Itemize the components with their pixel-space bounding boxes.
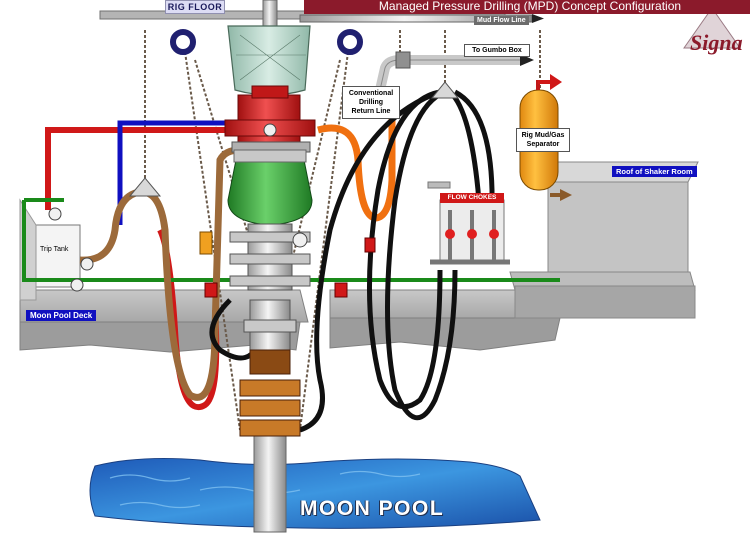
ram-stack — [229, 223, 311, 351]
flow-chokes-label: FLOW CHOKES — [440, 193, 504, 203]
moon-pool-label: MOON POOL — [300, 497, 445, 520]
riser-joint — [239, 349, 301, 437]
trip-tank-label: Trip Tank — [40, 246, 69, 253]
valve-icon — [48, 123, 376, 298]
moon-pool-water — [89, 457, 541, 529]
page-title: Managed Pressure Drilling (MPD) Concept … — [378, 0, 682, 13]
flow-choke-manifold — [427, 181, 510, 265]
riser-pipe — [253, 429, 287, 533]
conventional-return-line-3: Return Line — [351, 108, 391, 115]
arrow-up-icon — [538, 74, 562, 90]
signa-logo: Signa — [690, 30, 743, 55]
rig-floor-label: RIG FLOOR — [165, 0, 225, 14]
conventional-return-line-1: Conventional — [348, 90, 394, 97]
green-line — [22, 198, 560, 282]
sheave-icon — [170, 29, 363, 55]
hose-hanger-left — [128, 177, 162, 197]
moon-pool-deck-label: Moon Pool Deck — [26, 310, 97, 321]
mud-gas-separator-line-1: Rig Mud/Gas — [521, 132, 565, 139]
to-gumbo-box-label: To Gumbo Box — [464, 44, 530, 57]
conventional-return-line-2: Drilling — [358, 99, 384, 106]
conventional-return-label: Conventional Drilling Return Line — [342, 86, 400, 119]
mud-gas-separator-label: Rig Mud/Gas Separator — [516, 128, 570, 152]
logo-icon — [683, 7, 741, 49]
annular-bop — [227, 159, 313, 226]
mud-flow-line-label: Mud Flow Line — [474, 16, 529, 25]
mud-gas-separator-line-2: Separator — [526, 141, 560, 148]
brown-hose — [79, 146, 241, 401]
black-hoses — [209, 89, 495, 433]
title-bar — [304, 0, 750, 14]
return-hose — [317, 90, 396, 222]
arrow-right-icon — [532, 14, 544, 23]
hose-hanger — [430, 81, 460, 99]
trip-tank — [19, 198, 81, 301]
shaker-room-roof-label: Roof of Shaker Room — [612, 166, 697, 177]
arrow-right-icon — [560, 189, 572, 201]
arrow-right-icon — [520, 54, 534, 66]
choke-line — [117, 120, 245, 225]
